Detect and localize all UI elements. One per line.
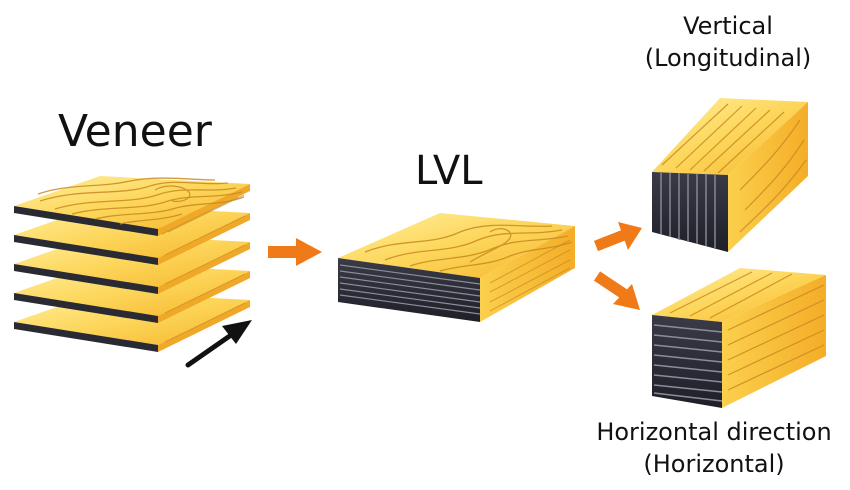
vertical-label-line1: Vertical	[683, 12, 773, 40]
horizontal-piece	[652, 268, 826, 408]
veneer-label: Veneer	[58, 106, 212, 157]
vertical-end-laminations	[660, 173, 716, 248]
flow-arrow-to-vertical	[593, 222, 642, 252]
vertical-piece	[652, 98, 808, 252]
flow-arrow-to-horizontal	[593, 271, 640, 310]
wood-grain-pattern	[37, 177, 245, 225]
veneer-stack	[14, 176, 250, 352]
vertical-grain	[661, 103, 807, 233]
lvl-edge-layers	[339, 264, 481, 315]
lvl-board	[338, 213, 575, 322]
lvl-top-grain	[364, 224, 573, 272]
horizontal-label-line1: Horizontal direction	[596, 418, 832, 446]
horizontal-label: Horizontal direction (Horizontal)	[578, 416, 850, 480]
horizontal-label-line2: (Horizontal)	[643, 450, 785, 478]
vertical-label-line2: (Longitudinal)	[644, 44, 812, 72]
grain-direction-arrow	[185, 320, 252, 368]
horizontal-end-laminations	[653, 324, 723, 402]
wood-grain-side	[161, 194, 245, 235]
lvl-side-grain	[489, 239, 571, 312]
flow-arrow-veneer-to-lvl	[268, 238, 322, 266]
horizontal-grain	[669, 271, 825, 391]
lvl-label: LVL	[415, 148, 483, 194]
veneer-side-grain	[164, 215, 246, 343]
veneer-sheet-top	[14, 176, 250, 236]
vertical-label: Vertical (Longitudinal)	[608, 10, 848, 74]
